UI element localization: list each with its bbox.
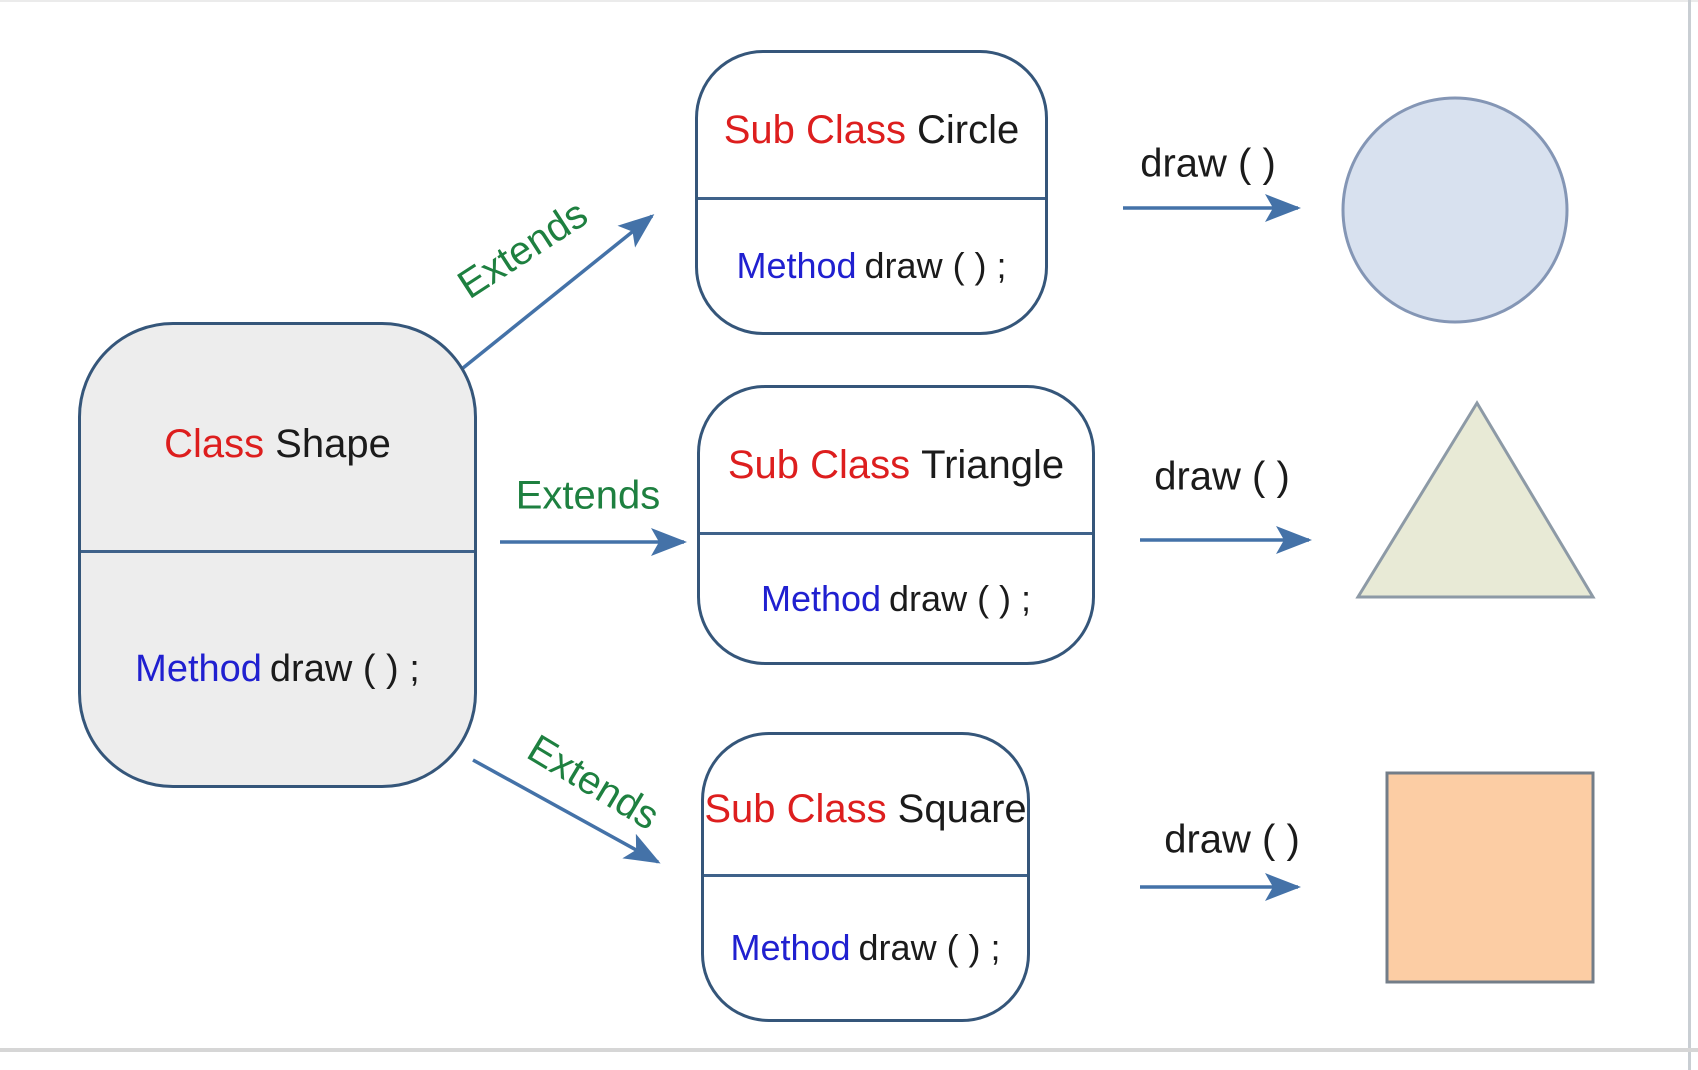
rendered-circle [1341,96,1569,324]
method-signature: draw ( ) ; [864,245,1007,286]
method-keyword: Method [736,245,857,286]
subclass-name: Triangle [921,442,1065,487]
method-keyword: Method [760,577,882,619]
method-keyword: Method [135,647,262,690]
page-edge-top [0,0,1698,2]
subclass-keyword: Sub Class [704,787,887,831]
method-signature: draw ( ) ; [858,927,1001,968]
method-signature: draw ( ) ; [269,647,420,690]
page-edge-bottom [0,1048,1698,1052]
draw-call-label-triangle: draw ( ) [1154,454,1290,499]
draw-call-label-square: draw ( ) [1164,817,1300,862]
subclass-name: Square [897,787,1027,831]
method-signature: draw ( ) ; [889,577,1032,619]
page-edge-right [1688,0,1691,1070]
subclass-keyword: Sub Class [727,442,911,487]
extends-label-triangle: Extends [515,473,661,518]
rendered-triangle [1355,400,1596,599]
base-class-name: Shape [275,422,391,466]
subclass-name: Circle [917,107,1020,152]
extends-arrow-circle [456,214,655,374]
extends-arrow-square [472,758,661,864]
draw-call-label-circle: draw ( ) [1140,141,1276,186]
subclass-keyword: Sub Class [723,107,907,152]
rendered-square [1385,771,1595,984]
base-class-keyword: Class [164,422,265,466]
method-keyword: Method [730,927,851,968]
